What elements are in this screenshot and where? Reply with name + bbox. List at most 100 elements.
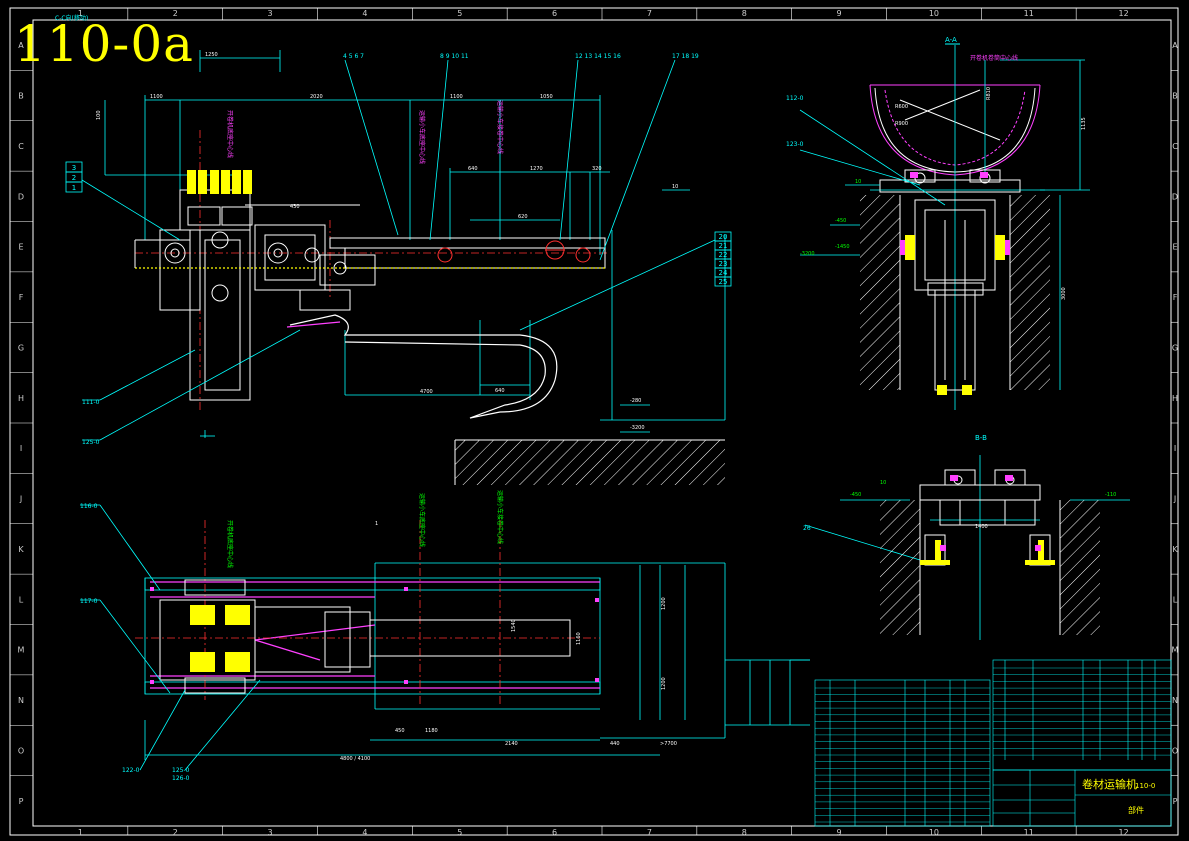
grid-row-label: H bbox=[1172, 394, 1178, 403]
front-view-chute bbox=[286, 314, 558, 419]
balloon-box bbox=[65, 181, 83, 193]
grid-row-label: P bbox=[19, 797, 24, 806]
svg-text:10: 10 bbox=[855, 179, 861, 185]
grid-row-label: D bbox=[18, 192, 24, 201]
svg-text:-3200: -3200 bbox=[800, 251, 815, 257]
grid-row-label: F bbox=[19, 293, 24, 302]
grid-col-label: 5 bbox=[457, 828, 462, 837]
balloon-number: 23 bbox=[719, 260, 728, 268]
svg-text:运输小车接卷中心线: 运输小车接卷中心线 bbox=[496, 100, 504, 154]
grid-row-label: D bbox=[1172, 192, 1178, 201]
view-top-label: C-C向(移动) bbox=[55, 14, 88, 22]
grid-row-label: F bbox=[1173, 293, 1178, 302]
label-group-b: 8 9 10 11 bbox=[440, 53, 469, 60]
label-ref-125: 125-0 bbox=[82, 439, 100, 446]
svg-text:3000: 3000 bbox=[1061, 287, 1067, 300]
svg-text:1050: 1050 bbox=[540, 94, 553, 100]
grid-col-label: 12 bbox=[1118, 828, 1128, 837]
grid-row-label: J bbox=[1173, 495, 1176, 504]
balloon-number: 25 bbox=[719, 278, 728, 286]
title-part-type: 部件 bbox=[1128, 805, 1144, 815]
svg-text:R810: R810 bbox=[986, 87, 992, 100]
svg-text:>7700: >7700 bbox=[660, 741, 677, 747]
svg-text:-1450: -1450 bbox=[835, 244, 850, 250]
svg-text:1135: 1135 bbox=[1081, 117, 1087, 130]
grid-row-label: E bbox=[18, 243, 23, 252]
page-title: 110-0a bbox=[14, 15, 194, 73]
svg-text:开卷机底座中心线: 开卷机底座中心线 bbox=[226, 520, 234, 568]
front-view-rail-arm bbox=[134, 237, 606, 269]
label-group-a: 4 5 6 7 bbox=[343, 53, 364, 60]
grid-row-label: H bbox=[18, 394, 24, 403]
balloons-left: 3 2 1 bbox=[65, 161, 83, 193]
grid-col-label: 12 bbox=[1118, 9, 1128, 18]
label-ref-116: 116-0 bbox=[80, 503, 98, 510]
grid-row-label: I bbox=[1174, 444, 1176, 453]
svg-text:1100: 1100 bbox=[150, 94, 163, 100]
grid-col-label: 5 bbox=[457, 9, 462, 18]
grid-col-label: 2 bbox=[173, 828, 178, 837]
svg-text:1540: 1540 bbox=[511, 619, 517, 632]
grid-col-label: 11 bbox=[1024, 9, 1034, 18]
svg-text:4800 / 4100: 4800 / 4100 bbox=[340, 756, 370, 762]
label-ref-112: 112-0 bbox=[786, 95, 804, 102]
title-drawing-no: 110-0 bbox=[1135, 782, 1155, 790]
front-view-clamp-pads bbox=[187, 168, 252, 196]
label-ref-123: 123-0 bbox=[786, 141, 804, 148]
grid-col-label: 9 bbox=[837, 828, 842, 837]
svg-text:1400: 1400 bbox=[975, 524, 988, 530]
svg-text:10: 10 bbox=[672, 184, 678, 190]
grid-row-label: A bbox=[1172, 41, 1178, 50]
grid-row-label: G bbox=[18, 343, 24, 352]
svg-text:-110: -110 bbox=[1105, 492, 1116, 498]
grid-col-label: 10 bbox=[929, 828, 939, 837]
grid-row-label: L bbox=[1173, 595, 1178, 604]
balloon-number: 21 bbox=[719, 242, 728, 250]
grid-row-label: J bbox=[19, 495, 22, 504]
balloon-number: 22 bbox=[719, 251, 728, 259]
grid-row-label: M bbox=[1172, 646, 1179, 655]
section-aa-label: A-A bbox=[945, 36, 957, 44]
front-view: 1100 2020 1100 1050 640 1270 320 620 430… bbox=[55, 14, 732, 485]
grid-row-label: K bbox=[18, 545, 24, 554]
grid-row-label: O bbox=[18, 746, 24, 755]
section-aa: A-A 1135 3000 R810 R600 R900 bbox=[786, 36, 1090, 410]
svg-text:1200: 1200 bbox=[661, 597, 667, 610]
svg-text:10: 10 bbox=[880, 480, 886, 486]
grid-row-label: E bbox=[1172, 243, 1177, 252]
svg-text:430: 430 bbox=[290, 204, 300, 210]
parts-list-grid bbox=[814, 659, 1172, 827]
grid-col-label: 1 bbox=[78, 9, 83, 18]
svg-text:-3200: -3200 bbox=[630, 425, 645, 431]
drawing-frame bbox=[9, 7, 1179, 836]
balloon-number: 24 bbox=[719, 269, 728, 277]
svg-text:-450: -450 bbox=[850, 492, 861, 498]
grid-col-label: 7 bbox=[647, 9, 652, 18]
balloon-number: 2 bbox=[72, 174, 76, 182]
balloon-number: 1 bbox=[72, 184, 76, 192]
grid-row-label: L bbox=[19, 595, 24, 604]
front-view-leader-text: 4 5 6 7 8 9 10 11 12 13 14 15 16 17 18 1… bbox=[82, 53, 699, 446]
svg-text:R600: R600 bbox=[895, 104, 908, 110]
label-ref-126: 126-0 bbox=[172, 775, 190, 782]
label-ref-26: 26 bbox=[803, 525, 811, 532]
svg-text:2020: 2020 bbox=[310, 94, 323, 100]
balloon-number: 3 bbox=[72, 164, 76, 172]
title-block: 卷材运输机 110-0 部件 bbox=[814, 659, 1172, 827]
svg-text:1160: 1160 bbox=[576, 632, 582, 645]
svg-text:1180: 1180 bbox=[425, 728, 438, 734]
svg-text:开卷机底座中心线: 开卷机底座中心线 bbox=[226, 110, 234, 158]
grid-row-label: C bbox=[18, 142, 24, 151]
front-view-leaders bbox=[81, 59, 716, 441]
svg-text:2140: 2140 bbox=[505, 741, 518, 747]
grid-col-label: 4 bbox=[362, 828, 367, 837]
grid-row-label: N bbox=[18, 696, 24, 705]
grid-row-label: I bbox=[20, 444, 22, 453]
title-product: 卷材运输机 bbox=[1082, 777, 1137, 791]
label-ref-122: 122-0 bbox=[122, 767, 140, 774]
svg-text:640: 640 bbox=[468, 166, 478, 172]
svg-text:100: 100 bbox=[96, 110, 102, 120]
grid-col-label: 3 bbox=[268, 828, 273, 837]
svg-text:450: 450 bbox=[395, 728, 405, 734]
